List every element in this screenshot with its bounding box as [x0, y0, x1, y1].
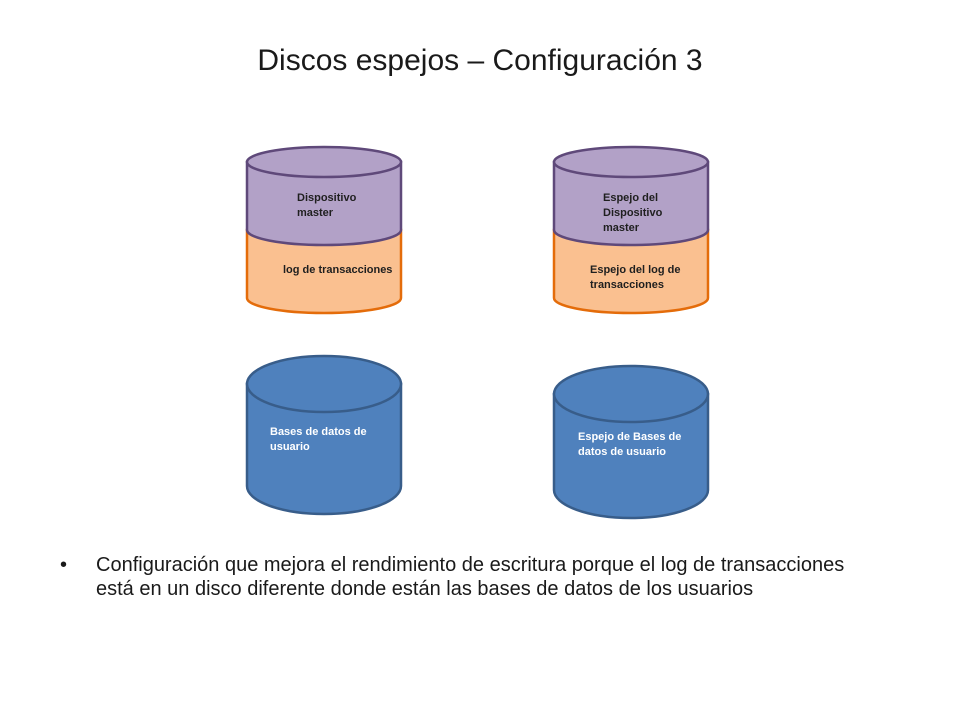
- master-device-mirror-disk: [552, 145, 710, 247]
- user-db-mirror-label: Espejo de Bases de datos de usuario: [578, 431, 682, 458]
- bullet-item: • Configuración que mejora el rendimient…: [60, 553, 880, 601]
- log-disk-master: [245, 228, 403, 315]
- bullet-text: Configuración que mejora el rendimiento …: [96, 554, 845, 600]
- user-db-mirror-disk: [552, 364, 710, 520]
- log-label: log de transacciones: [283, 264, 393, 276]
- user-db-disk: [245, 354, 403, 516]
- log-disk-mirror: [552, 228, 710, 315]
- bullet-icon: •: [60, 554, 68, 576]
- mirror-master-device-label: Espejo del Dispositivo master: [603, 192, 663, 234]
- user-db-label: Bases de datos de usuario: [270, 426, 367, 453]
- master-device-disk: [245, 145, 403, 247]
- master-device-label: Dispositivo master: [297, 192, 357, 219]
- slide-title: Discos espejos – Configuración 3: [257, 44, 703, 77]
- mirror-log-label: Espejo del log de transacciones: [590, 264, 681, 291]
